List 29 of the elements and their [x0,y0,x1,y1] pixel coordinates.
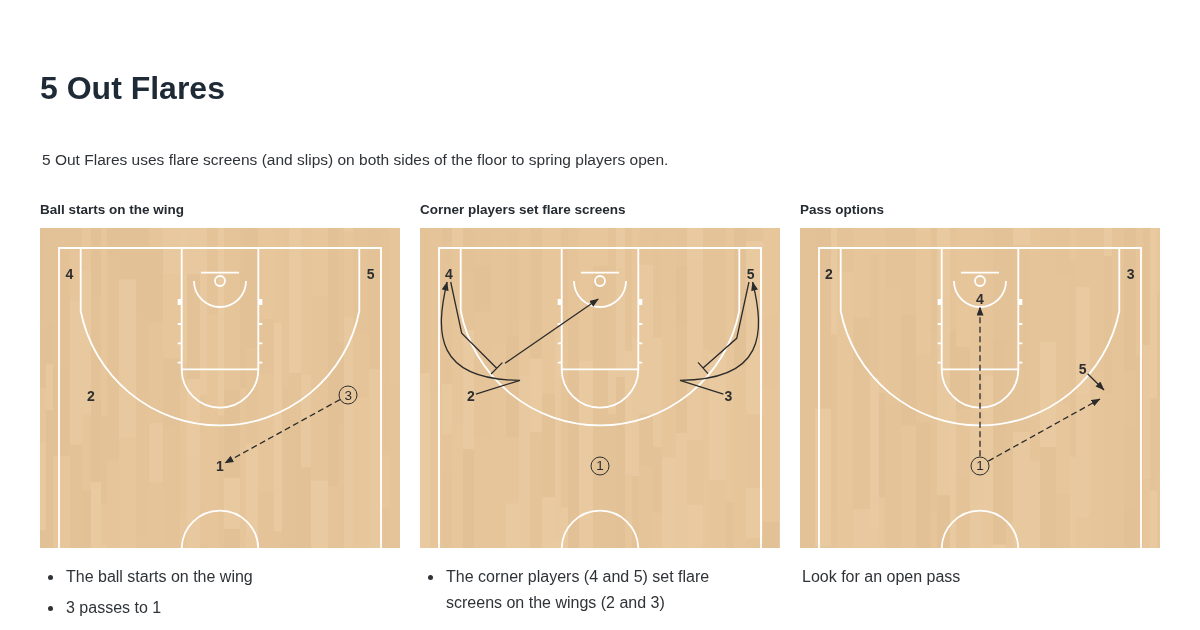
player-number: 1 [215,457,225,474]
screen-line [697,281,750,375]
player-number: 3 [1125,266,1136,282]
player-number: 2 [824,266,834,282]
page-title: 5 Out Flares [40,70,225,107]
player-number: 5 [745,266,756,282]
arrow [1086,373,1105,391]
player-number: 3 [723,387,734,404]
player-number: 5 [365,266,376,282]
player-number: 4 [444,266,454,282]
arrow [450,281,599,375]
dashed-arrow [976,306,984,457]
caption-text: Look for an open pass [802,567,961,587]
player-number: 4 [64,266,75,282]
curved-arrow [440,281,521,395]
player-number: 2 [466,387,476,404]
player-number: 4 [975,291,985,307]
bullet-text: The ball starts on the wing [66,567,253,587]
dashed-arrow [224,398,341,464]
curved-arrow [679,281,760,395]
panel-heading: Ball starts on the wing [40,202,185,219]
bullet-text: The corner players (4 and 5) set flare screens on the wings (2 and 3) [446,567,711,613]
bullet-text: 3 passes to 1 [66,598,162,618]
intro-text: 5 Out Flares uses flare screens (and slips) on both sides of the floor to spring players open. [42,151,669,170]
player-number: 5 [1077,361,1088,377]
panel-heading: Pass options [800,202,885,219]
dashed-arrow [987,398,1101,462]
panel-heading: Corner players set flare screens [420,202,626,219]
player-number: 2 [86,387,96,404]
